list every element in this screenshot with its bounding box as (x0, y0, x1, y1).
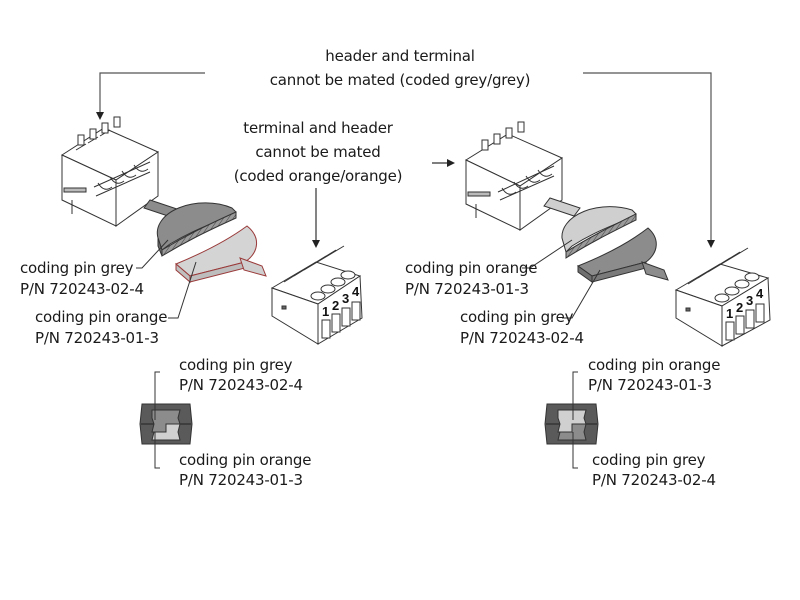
left-section-top-name: coding pin grey (179, 356, 293, 374)
right-header-connector (464, 121, 564, 231)
svg-text:1: 1 (726, 306, 733, 321)
left-section-view (139, 371, 193, 469)
left-lower-coding-pin-orange (175, 225, 267, 284)
left-lower-pin-name: coding pin orange (35, 308, 168, 326)
right-section-view (544, 371, 599, 469)
arrow-head-right (707, 240, 715, 248)
svg-text:4: 4 (756, 286, 764, 301)
left-section-top-pn: P/N 720243-02-4 (179, 376, 303, 394)
left-header-connector (60, 116, 160, 227)
right-lower-coding-pin-grey (576, 227, 669, 283)
middle-note-line2: cannot be mated (255, 143, 381, 161)
right-lower-pin-pn: P/N 720243-02-4 (460, 329, 584, 347)
right-upper-pin-pn: P/N 720243-01-3 (405, 280, 529, 298)
middle-note-line1: terminal and header (243, 119, 393, 137)
svg-text:1: 1 (322, 304, 329, 319)
svg-text:3: 3 (746, 293, 753, 308)
left-lower-pin-pn: P/N 720243-01-3 (35, 329, 159, 347)
right-lower-pin-name: coding pin grey (460, 308, 574, 326)
left-section-bottom-name: coding pin orange (179, 451, 312, 469)
top-title-line1: header and terminal (325, 47, 475, 65)
right-upper-pin-name: coding pin orange (405, 259, 538, 277)
arrow-head-right-header (447, 159, 455, 167)
right-section-bottom-name: coding pin grey (592, 451, 706, 469)
right-section-top-pn: P/N 720243-01-3 (588, 376, 712, 394)
svg-text:2: 2 (332, 298, 339, 313)
svg-text:2: 2 (736, 300, 743, 315)
right-upper-coding-pin-orange (543, 197, 637, 259)
right-terminal-block (674, 247, 771, 347)
right-section-bottom-pn: P/N 720243-02-4 (592, 471, 716, 489)
top-leader-lines (99, 72, 712, 245)
right-terminal-numbers: 1 2 3 4 (726, 286, 764, 321)
left-terminal-block (270, 245, 363, 345)
pin-label-leaders (136, 239, 601, 319)
left-upper-coding-pin-grey (143, 199, 237, 257)
left-upper-pin-name: coding pin grey (20, 259, 134, 277)
right-section-top-name: coding pin orange (588, 356, 721, 374)
left-upper-pin-pn: P/N 720243-02-4 (20, 280, 144, 298)
left-section-bottom-pn: P/N 720243-01-3 (179, 471, 303, 489)
left-terminal-numbers: 1 2 3 4 (322, 284, 360, 319)
arrow-head-left (96, 112, 104, 120)
middle-note-line3: (coded orange/orange) (233, 167, 403, 185)
arrow-head-middle (312, 240, 320, 248)
top-title-line2: cannot be mated (coded grey/grey) (269, 71, 531, 89)
svg-text:3: 3 (342, 291, 349, 306)
svg-text:4: 4 (352, 284, 360, 299)
